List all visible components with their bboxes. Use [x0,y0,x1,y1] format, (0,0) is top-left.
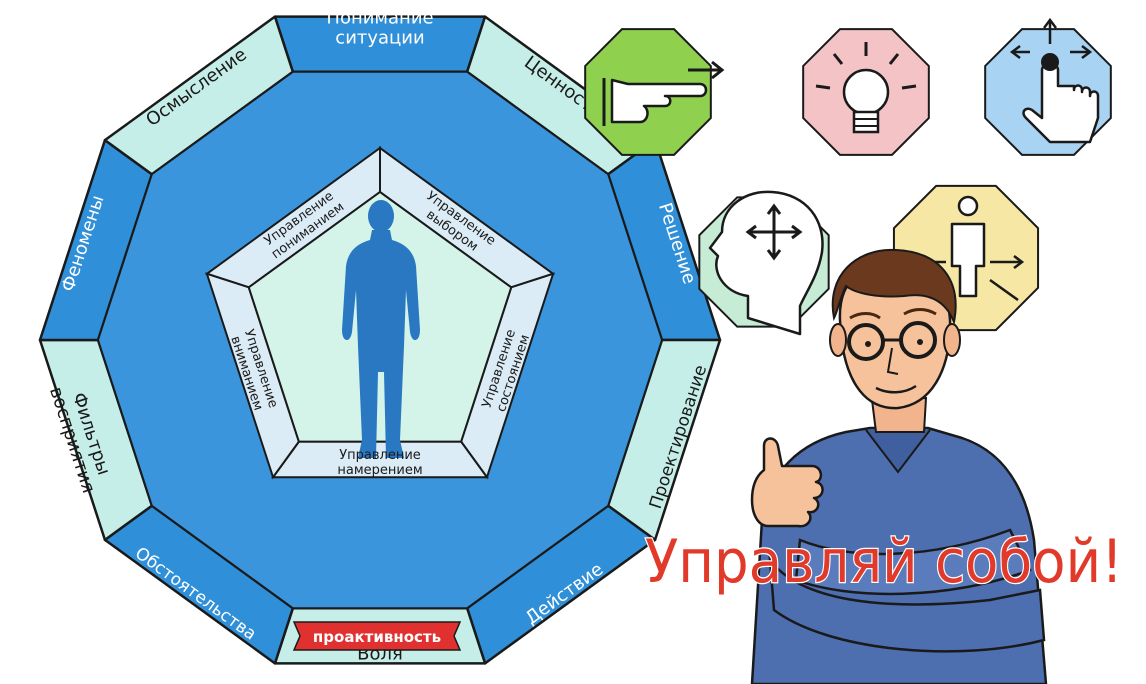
segment-label-ponimanie-situatsii: ситуации [335,27,424,48]
head-arrows-icon [698,190,830,336]
pointing-hand-icon [584,28,725,156]
inner-label-upravlenie-namereniem: Управление [339,448,421,463]
lightbulb-icon [802,28,930,156]
presenter-illustration [750,248,1048,684]
inner-pentagon-ring [204,146,556,480]
ribbon-shape [292,621,462,651]
swipe-gesture-icon [984,17,1112,156]
inner-label-upravlenie-namereniem: намерением [337,463,422,478]
segment-label-ponimanie-situatsii: Понимание [326,7,433,28]
icon-badges [584,17,1112,336]
headline: Управляй собой! [645,527,1123,597]
silhouette-body [342,230,420,458]
ribbon-label: проактивность [313,628,441,646]
proactivity-ribbon: проактивность [292,621,462,651]
person-silhouette [342,200,420,458]
silhouette-head [368,200,394,232]
